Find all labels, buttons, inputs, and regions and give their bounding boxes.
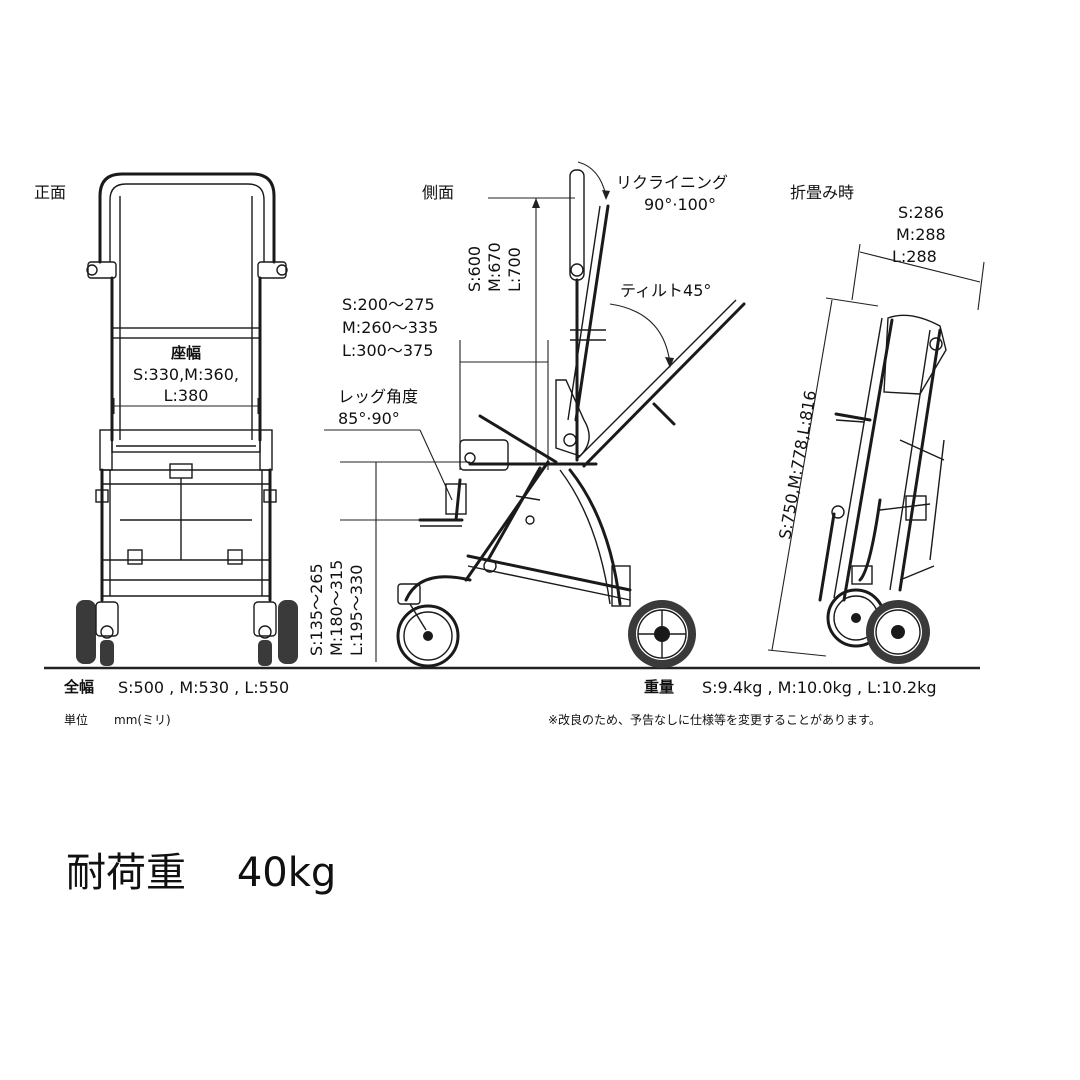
recline-label: リクライニング	[616, 173, 728, 192]
weight-label: 重量	[644, 678, 674, 696]
weight-values: S:9.4kg , M:10.0kg , L:10.2kg	[702, 678, 937, 697]
load-capacity-gap	[186, 850, 237, 896]
overall-width-label: 全幅	[63, 678, 94, 696]
unit-value: mm(ミリ)	[114, 713, 171, 727]
folded-view-title: 折畳み時	[790, 183, 854, 202]
side-backrest-reclined	[574, 204, 610, 422]
side-front-caster	[396, 604, 460, 668]
folded-frame-main	[842, 318, 894, 602]
folded-width-dimension	[859, 251, 981, 283]
folded-width-m: M:288	[896, 225, 946, 244]
recline-arc	[577, 161, 607, 197]
front-wheel-right	[278, 600, 298, 664]
front-push-handle	[98, 172, 276, 264]
leg-angle-label: レッグ角度	[338, 387, 418, 406]
front-wheel-left	[76, 600, 96, 664]
unit-label: 単位	[64, 712, 88, 727]
seat-depth-m: M:260～335	[342, 318, 438, 337]
folded-length-value: S:750,M:778,L:816	[775, 389, 820, 541]
tilt-arc	[609, 303, 671, 365]
side-view: 側面 リクライニング 90°·100° ティルト45° S:600 M:670 …	[307, 161, 746, 668]
seat-width-values-line2: L:380	[164, 386, 209, 405]
side-tilt-frame	[582, 302, 746, 468]
front-view: 正面 座幅 S:330,M:360, L:380	[34, 172, 298, 666]
change-notice: ※改良のため、予告なしに仕様等を変更することがあります。	[548, 712, 881, 727]
load-capacity-value: 40kg	[236, 850, 337, 896]
folded-length-dimension	[771, 299, 833, 651]
footrest-s: S:135～265	[307, 563, 326, 656]
front-handle-knob-right	[257, 261, 287, 279]
load-capacity-label: 耐荷重	[66, 850, 186, 896]
seat-width-values-line1: S:330,M:360,	[133, 365, 239, 384]
front-view-title: 正面	[34, 183, 66, 202]
side-view-title: 側面	[422, 183, 454, 202]
side-seat-bracket	[555, 379, 590, 457]
footrest-l: L:195～330	[347, 565, 366, 656]
seat-depth-s: S:200～275	[342, 295, 435, 314]
footrest-m: M:180～315	[327, 560, 346, 656]
folded-width-l: L:288	[892, 247, 937, 266]
folded-view: 折畳み時 S:286 M:288 L:288 S:750,M:778,L:816	[767, 183, 985, 664]
back-height-s: S:600	[465, 246, 484, 292]
back-height-l: L:700	[505, 247, 524, 292]
tilt-label: ティルト45°	[620, 281, 711, 300]
back-height-m: M:670	[485, 242, 504, 292]
front-handle-knob-left	[87, 261, 117, 279]
load-capacity: 耐荷重 40kg	[66, 840, 336, 898]
recline-value: 90°·100°	[644, 195, 716, 214]
front-seat	[111, 429, 261, 453]
seat-width-label: 座幅	[170, 344, 201, 362]
seat-depth-l: L:300～375	[342, 341, 433, 360]
overall-width-values: S:500 , M:530 , L:550	[118, 678, 289, 697]
front-back-crossbar	[111, 327, 261, 339]
leg-angle-value: 85°·90°	[338, 409, 400, 428]
folded-width-s: S:286	[898, 203, 944, 222]
